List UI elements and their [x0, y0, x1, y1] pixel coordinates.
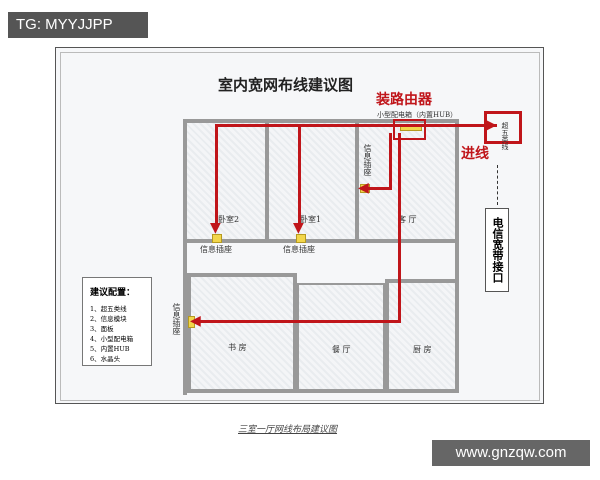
arrow-right-icon: ▶: [486, 117, 497, 133]
room-kitchen: [385, 279, 459, 393]
route-bedroom2: [215, 124, 218, 224]
route-main: [215, 124, 497, 127]
arrow-left-icon: ◀: [190, 313, 201, 329]
socket-label: 信息插座: [283, 245, 315, 254]
info-socket: [296, 234, 306, 243]
room-label-bedroom1: 卧室1: [300, 215, 322, 224]
route-study: [398, 133, 401, 323]
room-label-dining: 餐 厅: [332, 345, 351, 354]
route-living: [389, 133, 392, 189]
socket-label: 信息插座: [200, 245, 232, 254]
router-highlight: [393, 119, 426, 140]
config-item: 2、信息模块: [90, 315, 127, 323]
room-study: [187, 273, 297, 393]
config-item: 1、超五类线: [90, 305, 127, 313]
site-watermark: www.gnzqw.com: [432, 440, 590, 466]
watermark: TG: MYYJJPP: [8, 12, 148, 38]
incoming-label: 进线: [461, 146, 489, 162]
config-item: 5、内置HUB: [90, 345, 130, 353]
room-label-bedroom2: 卧室2: [218, 215, 240, 224]
room-label-kitchen: 厨 房: [413, 345, 432, 354]
incoming-highlight: [484, 111, 522, 144]
room-dining: [295, 283, 387, 393]
route-bedroom1: [298, 124, 301, 224]
config-box: 建议配置： 1、超五类线 2、信息模块 3、面板 4、小型配电箱 5、内置HUB…: [82, 277, 152, 366]
cable-line: [497, 165, 498, 205]
telecom-interface: 电信宽带接口: [485, 208, 509, 292]
info-socket: [188, 316, 195, 328]
caption: 三室一厅网线布局建议图: [238, 425, 338, 435]
config-item: 6、水晶头: [90, 355, 121, 363]
config-heading: 建议配置：: [90, 288, 136, 298]
room-label-study: 书 房: [228, 343, 247, 352]
wall: [455, 240, 459, 280]
socket-label: 信息插座: [172, 303, 181, 335]
room-bedroom2: [183, 119, 269, 243]
router-label: 装路由器: [376, 92, 432, 108]
route-living: [368, 187, 392, 190]
config-item: 3、面板: [90, 325, 114, 333]
socket-label: 信息插座: [363, 144, 372, 176]
arrow-down-icon: ▼: [210, 220, 221, 236]
wall: [183, 240, 187, 395]
arrow-down-icon: ▼: [293, 220, 304, 236]
diagram-inner-border: [60, 52, 540, 401]
config-item: 4、小型配电箱: [90, 335, 134, 343]
diagram-title: 室内宽网布线建议图: [218, 76, 354, 94]
cable-label: 超五类线: [501, 122, 509, 150]
route-study: [200, 320, 401, 323]
arrow-left-icon: ◀: [358, 180, 369, 196]
info-socket: [212, 234, 222, 243]
box-label: 小型配电箱（内置HUB）: [377, 111, 458, 119]
room-label-living: 客 厅: [398, 215, 417, 224]
